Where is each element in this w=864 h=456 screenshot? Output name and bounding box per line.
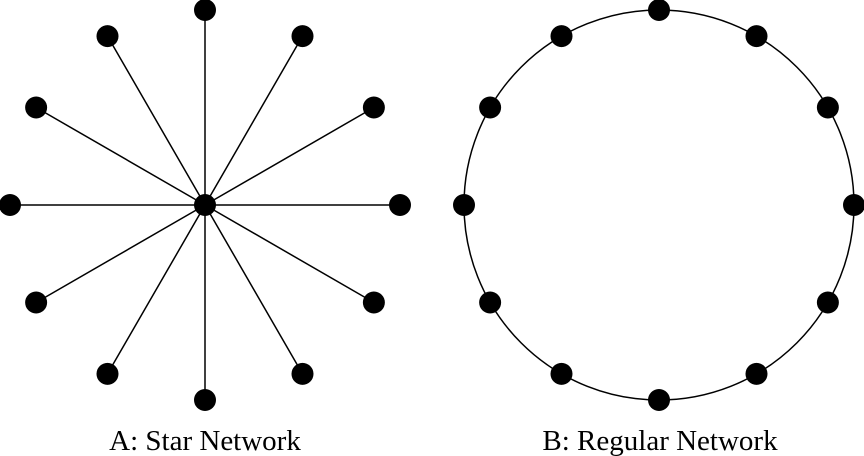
ring-node <box>550 25 573 48</box>
star-outer-node <box>25 96 48 119</box>
ring-node <box>816 291 839 314</box>
ring-node <box>745 25 768 48</box>
star-center-node <box>194 194 216 216</box>
star-outer-node <box>362 96 385 119</box>
star-edge <box>204 204 375 304</box>
star-outer-node <box>96 362 119 385</box>
ring-node <box>453 194 475 216</box>
star-nodes <box>0 0 411 411</box>
ring-node <box>648 0 670 21</box>
star-network-diagram: A: Star Network <box>0 0 411 456</box>
star-edge <box>35 106 206 206</box>
star-outer-node <box>389 194 411 216</box>
ring-node <box>843 194 864 216</box>
ring-node <box>550 362 573 385</box>
star-outer-node <box>291 362 314 385</box>
ring-edge-circle <box>463 9 855 401</box>
star-outer-node <box>0 194 21 216</box>
star-outer-node <box>291 25 314 48</box>
star-outer-node <box>25 291 48 314</box>
regular-network-diagram: B: Regular Network <box>453 0 864 456</box>
star-edge <box>204 35 304 206</box>
ring-node <box>816 96 839 119</box>
ring-nodes <box>453 0 864 411</box>
ring-node <box>745 362 768 385</box>
star-network-caption: A: Star Network <box>109 425 301 456</box>
star-edge <box>204 106 375 206</box>
star-edge <box>35 204 206 304</box>
regular-network-caption: B: Regular Network <box>542 425 778 456</box>
star-outer-node <box>194 0 216 21</box>
star-outer-node <box>96 25 119 48</box>
star-edge <box>106 204 206 375</box>
star-outer-node <box>194 389 216 411</box>
star-edge <box>106 35 206 206</box>
ring-node <box>479 96 502 119</box>
ring-node <box>648 389 670 411</box>
star-outer-node <box>362 291 385 314</box>
star-edge <box>204 204 304 375</box>
ring-node <box>479 291 502 314</box>
star-edges <box>10 10 400 400</box>
